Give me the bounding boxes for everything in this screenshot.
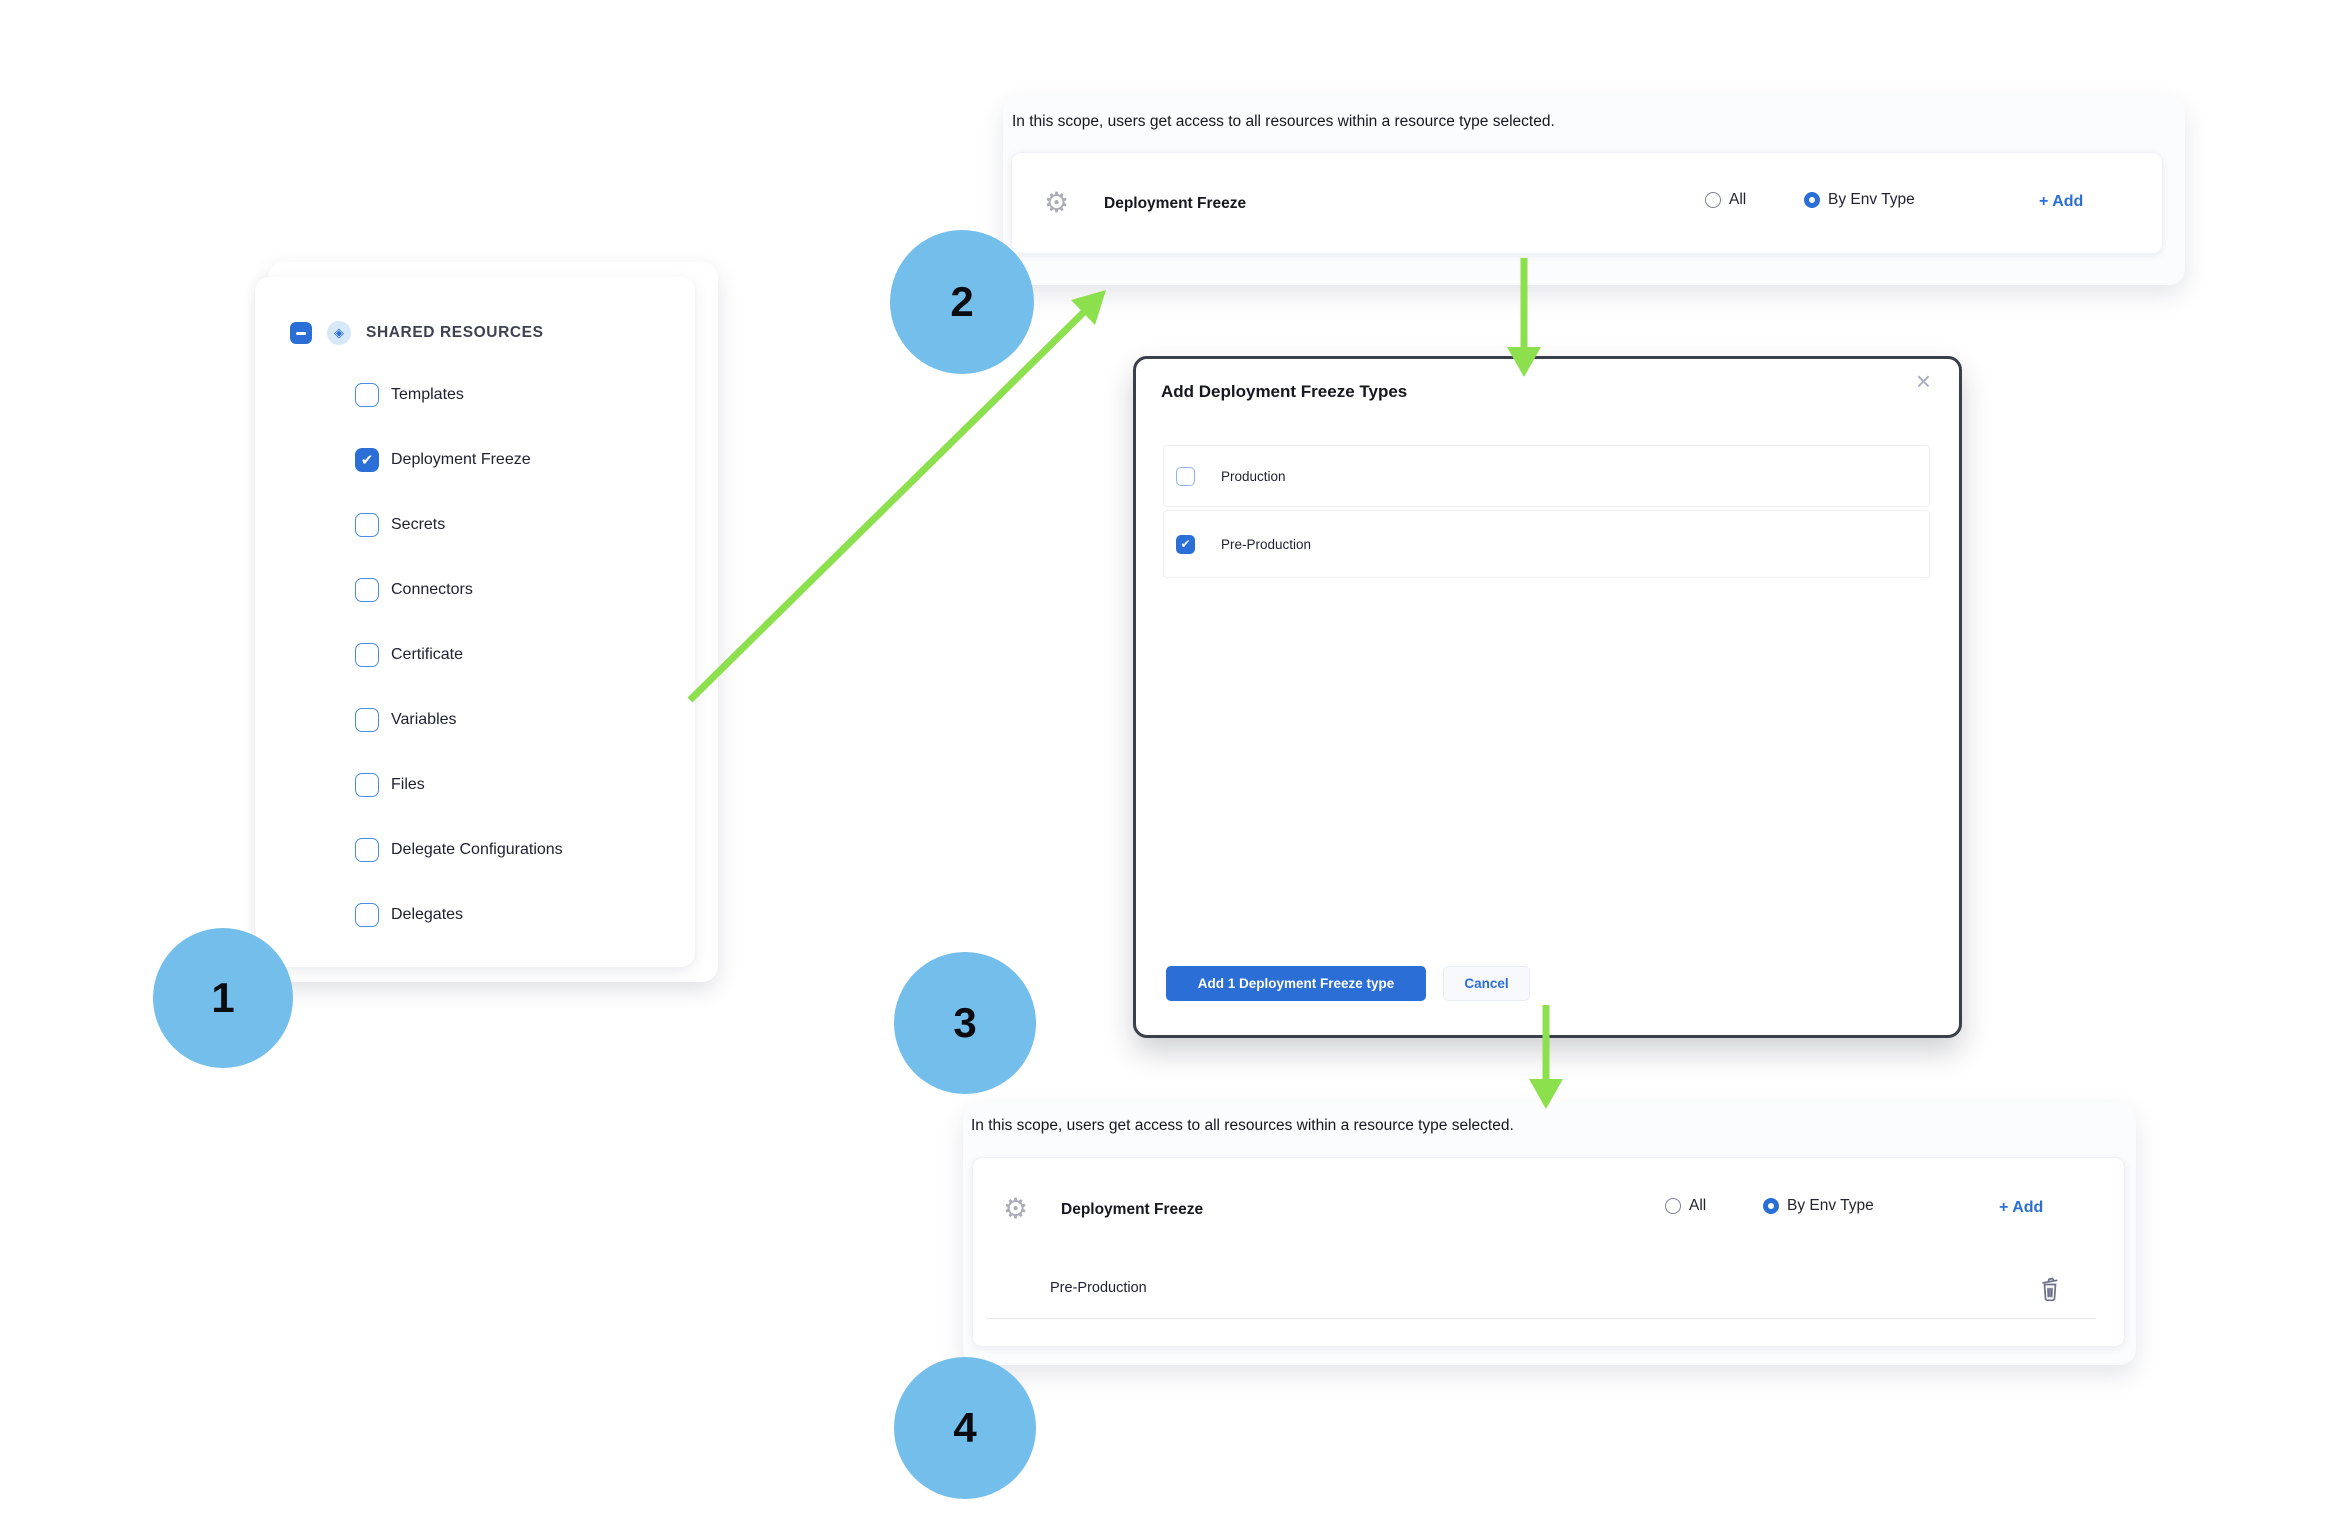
tree-item-label: Deployment Freeze	[391, 450, 531, 468]
checkbox-icon[interactable]: ✔	[355, 902, 379, 927]
radio-by-env-type[interactable]: By Env Type	[1763, 1197, 1874, 1215]
tree-item-label: Secrets	[391, 515, 446, 533]
modal-title: Add Deployment Freeze Types	[1161, 382, 1408, 401]
arrow-tree-to-top-panel	[687, 290, 1106, 703]
trash-icon[interactable]	[2038, 1276, 2062, 1302]
step-number: 1	[211, 974, 235, 1021]
tree-item-certificate[interactable]: ✔ Certificate	[355, 642, 563, 667]
radio-all[interactable]: All	[1705, 191, 1746, 209]
radio-label: All	[1689, 1197, 1707, 1214]
tree-item-label: Delegate Configurations	[391, 840, 563, 858]
radio-label: All	[1729, 191, 1747, 208]
resource-tree-list: ✔ Templates ✔ Deployment Freeze ✔ Secret…	[355, 382, 563, 927]
checkbox-checked-icon[interactable]: ✔	[1176, 534, 1195, 554]
tree-item-delegate-configurations[interactable]: ✔ Delegate Configurations	[355, 837, 563, 862]
checkbox-icon[interactable]: ✔	[355, 837, 379, 862]
modal-option-production[interactable]: ✔ Production	[1163, 445, 1930, 507]
add-button[interactable]: + Add	[2039, 193, 2084, 210]
radio-label: By Env Type	[1828, 191, 1915, 208]
gear-icon: ⚙	[1003, 1193, 1029, 1224]
close-icon[interactable]: ×	[1915, 366, 1931, 396]
tree-item-deployment-freeze[interactable]: ✔ Deployment Freeze	[355, 447, 563, 472]
resource-type-label: Deployment Freeze	[1061, 1201, 1204, 1218]
checkbox-icon[interactable]: ✔	[355, 772, 379, 797]
add-button[interactable]: + Add	[1999, 1199, 2044, 1216]
modal-option-label: Production	[1221, 468, 1286, 484]
collapse-button[interactable]	[290, 322, 312, 344]
minus-icon	[296, 332, 306, 335]
tree-item-variables[interactable]: ✔ Variables	[355, 707, 563, 732]
row-divider	[986, 1318, 2096, 1319]
tree-item-delegates[interactable]: ✔ Delegates	[355, 902, 563, 927]
diamond-icon: ◈	[334, 325, 344, 340]
radio-selected-icon[interactable]	[1804, 192, 1820, 208]
radio-label: By Env Type	[1787, 1197, 1874, 1214]
checkbox-icon[interactable]: ✔	[355, 577, 379, 602]
resource-tree-header-row: ◈ SHARED RESOURCES	[290, 321, 544, 345]
tree-item-templates[interactable]: ✔ Templates	[355, 382, 563, 407]
checkbox-icon[interactable]: ✔	[1176, 466, 1195, 486]
radio-icon[interactable]	[1705, 192, 1721, 208]
resource-type-row: ⚙ Deployment Freeze All By Env Type + Ad…	[1011, 152, 2163, 254]
resource-tree-title: SHARED RESOURCES	[366, 324, 544, 341]
add-deployment-freeze-modal: Add Deployment Freeze Types × ✔ Producti…	[1133, 356, 1962, 1038]
step-number: 4	[953, 1404, 977, 1451]
scope-note: In this scope, users get access to all r…	[1012, 113, 1555, 130]
checkbox-icon[interactable]: ✔	[355, 707, 379, 732]
tree-item-label: Certificate	[391, 645, 464, 663]
resource-type-row: ⚙ Deployment Freeze All By Env Type + Ad…	[972, 1157, 2125, 1347]
step-badge-3: 3	[894, 952, 1036, 1094]
modal-option-pre-production[interactable]: ✔ Pre-Production	[1163, 510, 1930, 578]
tree-item-secrets[interactable]: ✔ Secrets	[355, 512, 563, 537]
tree-item-files[interactable]: ✔ Files	[355, 772, 563, 797]
selected-env-type-label: Pre-Production	[1050, 1280, 1147, 1296]
gear-icon: ⚙	[1044, 187, 1070, 218]
checkbox-icon[interactable]: ✔	[355, 512, 379, 537]
resource-type-label: Deployment Freeze	[1104, 195, 1247, 212]
tree-item-label: Files	[391, 775, 425, 793]
step-badge-1: 1	[153, 928, 293, 1068]
tree-item-label: Variables	[391, 710, 457, 728]
checkbox-icon[interactable]: ✔	[355, 642, 379, 667]
scope-note: In this scope, users get access to all r…	[971, 1117, 1514, 1134]
step-badge-2: 2	[890, 230, 1034, 374]
resource-tree-card: ◈ SHARED RESOURCES ✔ Templates ✔ Deploym…	[255, 277, 695, 967]
radio-all[interactable]: All	[1665, 1197, 1706, 1215]
cancel-button[interactable]: Cancel	[1443, 966, 1530, 1001]
tree-item-label: Connectors	[391, 580, 473, 598]
radio-icon[interactable]	[1665, 1198, 1681, 1214]
radio-selected-icon[interactable]	[1763, 1198, 1779, 1214]
shared-resources-icon: ◈	[327, 321, 351, 345]
scope-panel-bottom: In this scope, users get access to all r…	[963, 1103, 2136, 1365]
step-number: 3	[953, 999, 977, 1046]
add-deployment-freeze-type-button[interactable]: Add 1 Deployment Freeze type	[1166, 966, 1426, 1001]
tree-item-label: Delegates	[391, 905, 464, 923]
tree-item-connectors[interactable]: ✔ Connectors	[355, 577, 563, 602]
tree-item-label: Templates	[391, 385, 464, 403]
step-number: 2	[950, 278, 974, 325]
step-badge-4: 4	[894, 1357, 1036, 1499]
radio-by-env-type[interactable]: By Env Type	[1804, 191, 1915, 209]
scope-panel-top: In this scope, users get access to all r…	[1003, 96, 2185, 285]
modal-option-label: Pre-Production	[1221, 536, 1312, 552]
checkbox-icon[interactable]: ✔	[355, 382, 379, 407]
modal-options-list: ✔ Production ✔ Pre-Production	[1163, 445, 1930, 578]
checkbox-checked-icon[interactable]: ✔	[355, 447, 379, 472]
